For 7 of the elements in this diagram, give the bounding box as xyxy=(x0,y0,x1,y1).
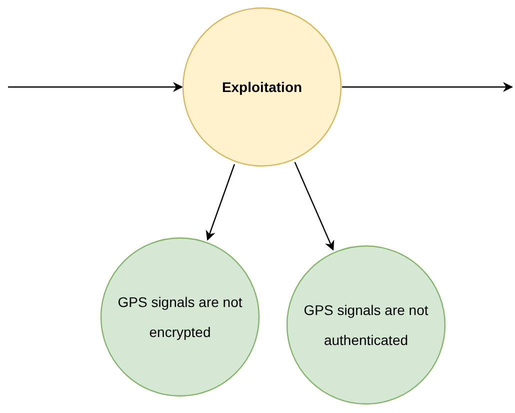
arrow xyxy=(294,162,334,251)
arrow xyxy=(342,82,513,92)
arrow xyxy=(8,82,183,92)
node-label: GPS signals are not authenticated xyxy=(302,301,430,350)
arrow xyxy=(206,164,236,241)
node-label: Exploitation xyxy=(220,78,304,97)
node-label: GPS signals are not encrypted xyxy=(116,293,244,342)
